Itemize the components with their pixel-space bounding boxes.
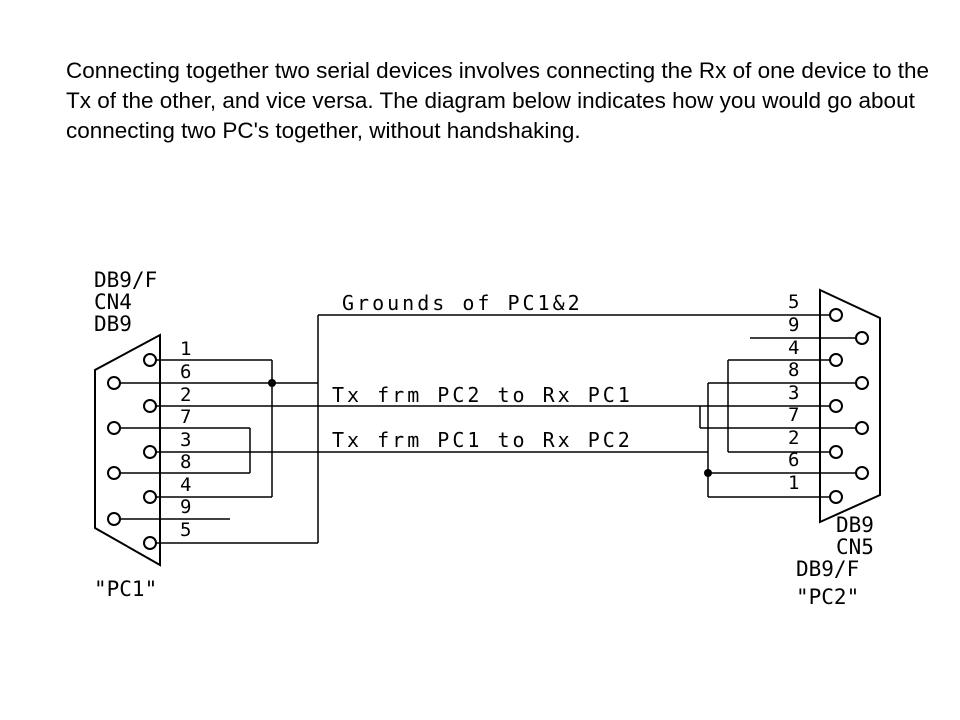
- intro-paragraph: Connecting together two serial devices i…: [66, 58, 930, 143]
- right-pin-hole: [855, 331, 869, 345]
- right-pc-caption: "PC2": [796, 585, 859, 609]
- right-pin-hole: [829, 445, 843, 459]
- left-pin-hole: [143, 399, 157, 413]
- ground-wire-label: Grounds of PC1&2: [342, 291, 583, 315]
- left-connector-label-line1: DB9/F: [94, 268, 157, 292]
- right-pin-number: 6: [788, 449, 799, 471]
- left-connector-label-line3: DB9: [94, 312, 132, 336]
- left-connector-shell: [94, 333, 161, 567]
- right-pin-number: 2: [788, 427, 799, 449]
- right-connector-label-line1: DB9: [836, 513, 874, 537]
- left-pin-hole: [107, 376, 121, 390]
- left-pin-number: 1: [180, 338, 191, 360]
- right-pin-number: 9: [788, 314, 799, 336]
- left-pin-hole: [107, 512, 121, 526]
- right-pin-hole: [829, 399, 843, 413]
- right-connector-shell: [819, 288, 881, 524]
- left-pin-hole: [107, 421, 121, 435]
- right-pin-number: 8: [788, 359, 799, 381]
- left-pin-hole: [143, 445, 157, 459]
- right-pin-hole: [829, 353, 843, 367]
- left-pin-hole: [143, 490, 157, 504]
- left-pin-number: 8: [180, 451, 191, 473]
- left-pin-number: 2: [180, 384, 191, 406]
- left-pc-caption: "PC1": [94, 577, 157, 601]
- right-pin-number: 5: [788, 291, 799, 313]
- left-pin-number: 5: [180, 519, 191, 541]
- left-pin-number: 7: [180, 406, 191, 428]
- right-connector-label-line3: DB9/F: [796, 557, 859, 581]
- left-pin-hole: [143, 536, 157, 550]
- right-pin-hole: [855, 421, 869, 435]
- right-pin-number: 1: [788, 472, 799, 494]
- right-pin-hole: [855, 466, 869, 480]
- junction-dot: [704, 469, 712, 477]
- right-pin-hole: [855, 376, 869, 390]
- tx-pc2-wire-label: Tx frm PC2 to Rx PC1: [332, 383, 633, 407]
- left-pin-hole: [107, 466, 121, 480]
- left-pin-number: 4: [180, 474, 191, 496]
- junction-dot: [268, 379, 276, 387]
- tx-pc1-wire-label: Tx frm PC1 to Rx PC2: [332, 428, 633, 452]
- right-pin-number: 3: [788, 382, 799, 404]
- left-pin-number: 3: [180, 429, 191, 451]
- right-pin-number: 7: [788, 404, 799, 426]
- right-pin-hole: [829, 308, 843, 322]
- right-pin-number: 4: [788, 337, 799, 359]
- left-connector-label-line2: CN4: [94, 290, 132, 314]
- left-pin-hole: [143, 353, 157, 367]
- right-connector-label-line2: CN5: [836, 535, 874, 559]
- left-pin-number: 6: [180, 361, 191, 383]
- left-pin-number: 9: [180, 496, 191, 518]
- right-pin-hole: [829, 490, 843, 504]
